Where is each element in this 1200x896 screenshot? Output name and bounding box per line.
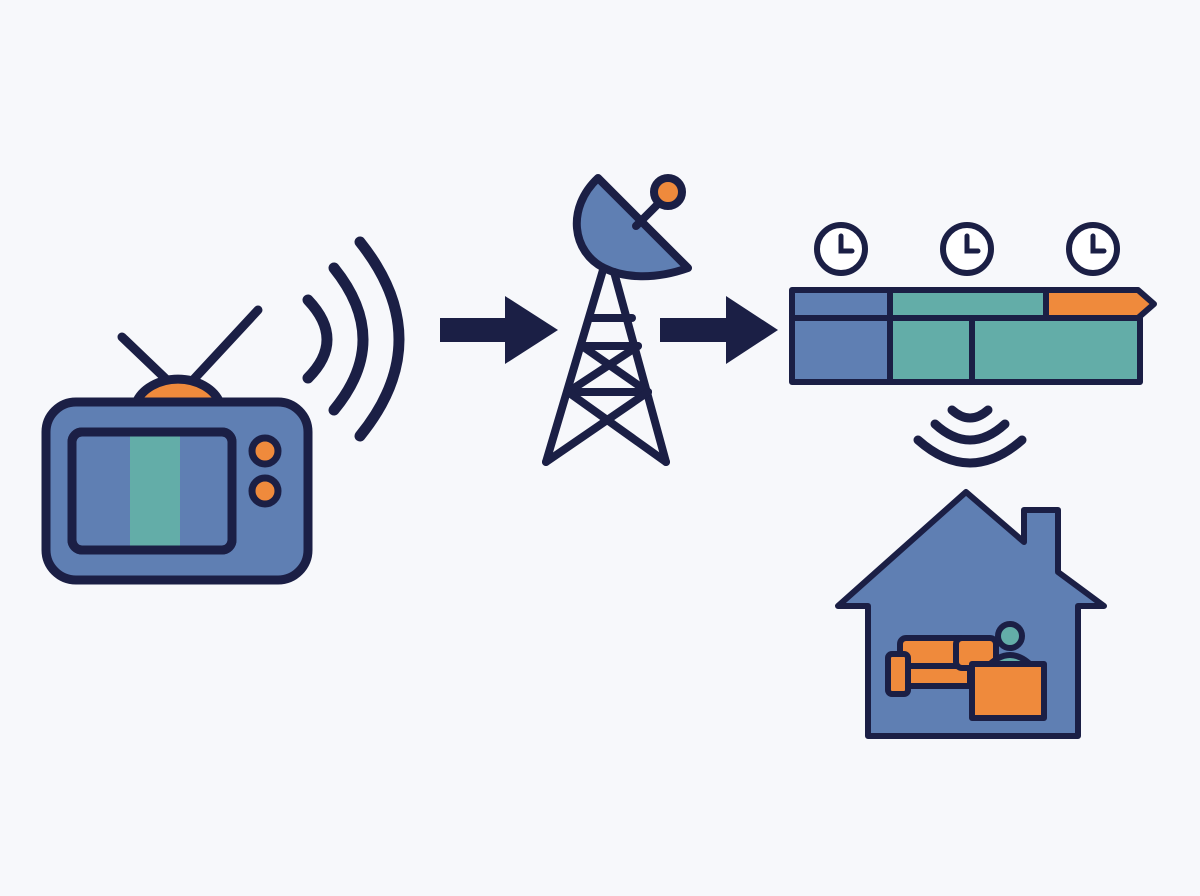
program-schedule-icon bbox=[789, 287, 1157, 385]
sofa-arm bbox=[885, 651, 911, 697]
arrow-shaft bbox=[660, 318, 732, 342]
arrow-shaft bbox=[440, 318, 512, 342]
wave-middle bbox=[328, 262, 369, 416]
broadcast-waves-icon bbox=[302, 236, 405, 442]
tower-leg-right bbox=[610, 268, 670, 466]
arrow-head bbox=[505, 296, 558, 364]
tower-cross-2a bbox=[564, 388, 670, 466]
schedule-cell-a1 bbox=[789, 287, 893, 321]
dish-feed bbox=[650, 174, 686, 210]
tv-screen-frame bbox=[67, 427, 237, 555]
television-icon bbox=[41, 305, 313, 585]
schedule-cell-a2 bbox=[887, 287, 1049, 321]
wave-outer bbox=[354, 236, 405, 442]
viewer-head bbox=[995, 621, 1025, 651]
tower-leg-left bbox=[542, 266, 607, 466]
signal-arc-large bbox=[913, 435, 1027, 468]
house-viewer-icon bbox=[835, 489, 1107, 739]
clock-hands bbox=[1090, 233, 1107, 254]
tv-knob-bottom bbox=[248, 474, 282, 508]
wave-inner bbox=[302, 294, 333, 384]
viewer-desk bbox=[969, 661, 1047, 721]
tower-cross-1b bbox=[564, 342, 642, 396]
tv-antenna-right bbox=[189, 305, 263, 384]
tv-screen-band bbox=[130, 436, 180, 546]
tv-antenna-left bbox=[117, 332, 173, 386]
signal-arc-medium bbox=[930, 419, 1010, 445]
schedule-cell-b3 bbox=[969, 315, 1143, 385]
arrow-head bbox=[726, 296, 778, 364]
tv-knob-top bbox=[248, 434, 282, 468]
arrow-right-icon bbox=[660, 296, 778, 364]
schedule-cell-b2 bbox=[887, 315, 975, 385]
schedule-cell-b1 bbox=[789, 315, 893, 385]
wireless-signal-icon bbox=[913, 405, 1027, 468]
clock-icon bbox=[814, 222, 868, 276]
tower-frame bbox=[542, 266, 670, 466]
tower-cross-1a bbox=[578, 342, 652, 396]
signal-arc-small bbox=[947, 405, 993, 423]
clock-icon bbox=[1066, 222, 1120, 276]
clock-hands bbox=[838, 233, 855, 254]
tower-cross-2b bbox=[542, 388, 652, 466]
tv-antenna-base bbox=[131, 374, 225, 408]
satellite-tower-icon bbox=[542, 174, 692, 466]
clock-icon bbox=[940, 222, 994, 276]
clock-hands bbox=[964, 233, 981, 254]
schedule-cell-a3 bbox=[1043, 287, 1157, 321]
arrow-right-icon bbox=[440, 296, 558, 364]
